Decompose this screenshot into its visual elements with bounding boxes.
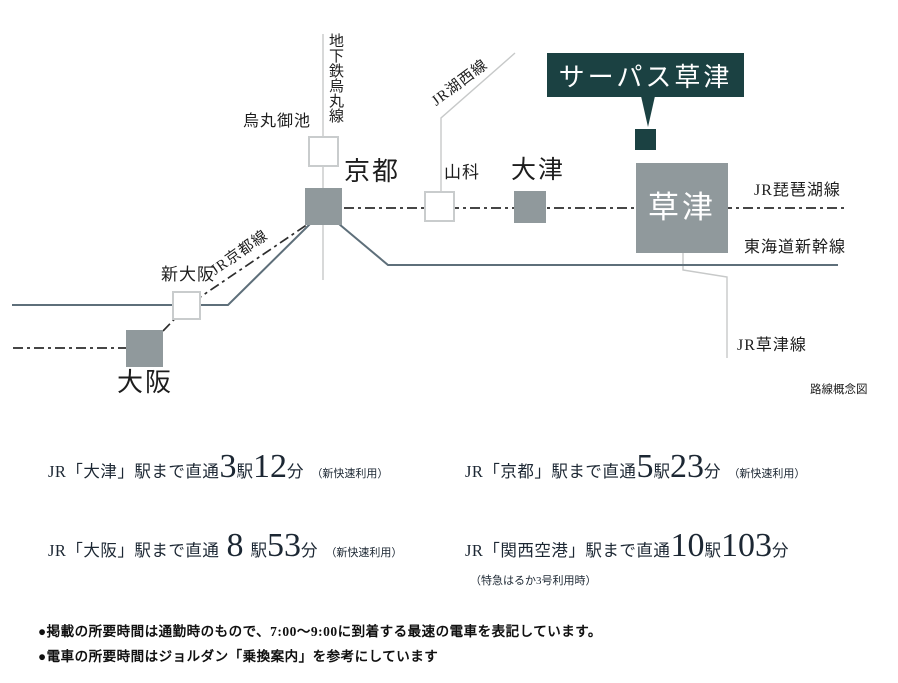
label-station-kyoto: 京都 [344,157,401,186]
label-station-otsu: 大津 [511,157,566,184]
label-station-kusatsu: 草津 [648,190,716,225]
access-stops-count: 3 [219,448,237,485]
station-kyoto [305,188,342,225]
access-minutes-unit: 分 [286,462,304,481]
access-note: （特急はるか3号利用時） [470,575,597,587]
access-stops-unit: 駅 [653,462,670,481]
jr-kusatsu-line [682,253,728,358]
access-stops-count: 10 [670,527,705,564]
label-station-karasuma-oike: 烏丸御池 [243,113,312,130]
access-minutes-count: 12 [252,448,287,485]
station-karasuma-oike [308,136,339,167]
access-stops-unit: 駅 [704,541,721,560]
access-prefix: JR「京都」駅まで直通 [465,462,637,481]
access-note: （新快速利用） [325,547,403,559]
access-prefix: JR「大津」駅まで直通 [48,462,220,481]
map-legend-note: 路線概念図 [810,384,868,396]
access-minutes-count: 53 [266,527,301,564]
station-otsu [514,191,546,223]
label-jr-kusatsu-line: JR草津線 [737,337,807,354]
label-subway-karasuma-line: 地下鉄烏丸線 [327,33,343,123]
route-map-canvas [12,34,845,367]
callout-pointer-icon [641,96,655,127]
station-kusatsu [636,163,728,253]
label-station-osaka: 大阪 [117,368,174,397]
access-minutes-unit: 分 [771,541,789,560]
access-stops-unit: 駅 [250,541,267,560]
access-minutes-unit: 分 [703,462,721,481]
property-callout: サーパス草津 [547,53,744,97]
access-prefix: JR「関西空港」駅まで直通 [465,541,671,560]
access-note: （新快速利用） [311,468,389,480]
access-minutes-count: 103 [720,527,772,564]
property-callout-label: サーパス草津 [558,62,733,92]
access-prefix: JR「大阪」駅まで直通 [48,541,220,560]
footnote-source: ●電車の所要時間はジョルダン「乗換案内」を参考にしています [38,649,439,664]
label-station-shin-osaka: 新大阪 [161,265,215,284]
jr-kosei-line [440,52,516,196]
label-station-yamashina: 山科 [444,163,480,182]
access-stops-unit: 駅 [236,462,253,481]
label-tokaido-shinkansen: 東海道新幹線 [744,239,847,256]
access-stops-count: 8 [226,527,244,564]
property-location-marker-icon [635,129,656,150]
footnote-travel-time: ●掲載の所要時間は通勤時のもので、7:00～9:00に到着する最速の電車を表記し… [38,624,602,639]
station-shin-osaka [172,291,201,320]
station-yamashina [424,191,455,222]
access-stops-count: 5 [636,448,654,485]
jr-kyoto-line [162,223,309,332]
access-minutes-count: 23 [669,448,704,485]
access-note: （新快速利用） [728,468,806,480]
station-osaka [126,330,163,367]
route-map-diagram: サーパス草津 地下鉄烏丸線 烏丸御池 京都 JR湖西線 山科 大津 草津 JR琵… [12,33,868,397]
access-minutes-unit: 分 [300,541,318,560]
label-jr-biwako-line: JR琵琶湖線 [754,182,841,199]
